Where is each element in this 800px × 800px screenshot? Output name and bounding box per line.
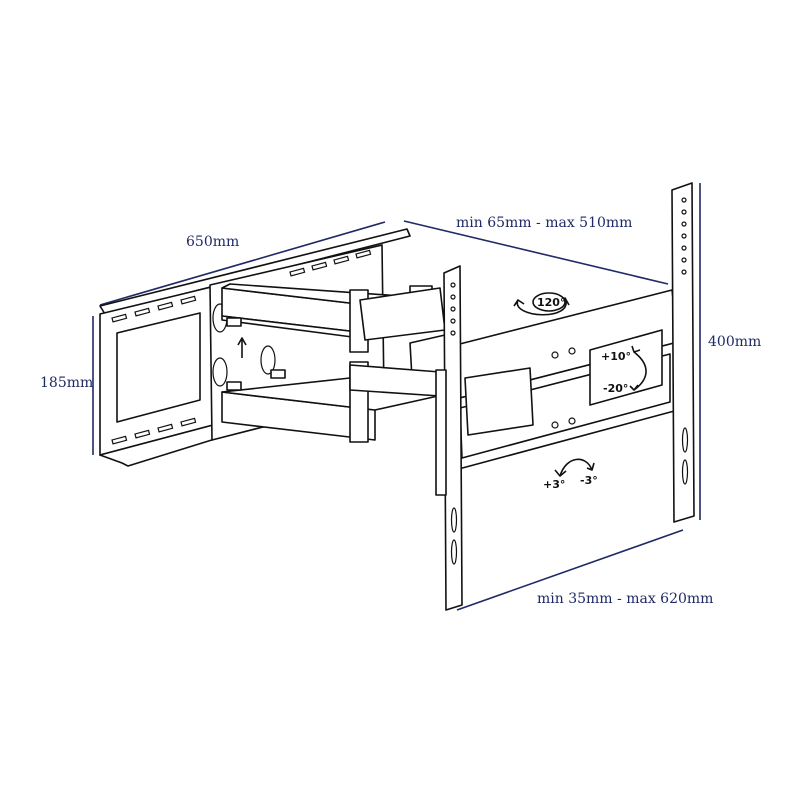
tilt-up-label: +3° [543,478,565,491]
lower-arm-assembly [221,317,441,443]
tilt-arrow-icon [559,458,593,477]
left-vertical-rail [443,265,463,611]
rotation-window [589,329,663,406]
upper-arm-assembly [221,283,449,379]
rotation-indicator: +10° -20° [601,345,647,395]
width-dimension-line [99,221,386,306]
plate-width-dimension-line [456,529,684,611]
rotation-up-label: +10° [601,350,631,363]
rotation-arrow-icon [633,351,647,391]
swivel-angle-label: 120° [537,296,565,309]
cross-beam-holes [551,347,576,429]
dimension-lines [92,183,701,611]
right-vertical-rail [671,182,695,523]
right-rail-holes [681,197,689,485]
tv-bracket [435,182,695,611]
plate-height-dimension-label: 400mm [708,334,761,350]
swivel-indicator: 120° [513,292,570,316]
tilt-mechanism [464,367,534,436]
tilt-down-label: -3° [580,474,598,487]
plate-width-dimension-label: min 35mm - max 620mm [537,591,713,607]
rotation-down-label: -20° [603,382,628,395]
bolt-icons [226,317,286,391]
depth-dimension-label: 185mm [40,375,93,391]
wall-plate-slots-bottom [111,417,197,445]
wall-plate-slots-top [111,249,372,323]
left-rail-hook [435,369,447,496]
width-dimension-label: 650mm [186,234,239,250]
tilt-indicator: +3° -3° [543,458,598,491]
arrow-up-icon [237,337,247,358]
arm-extension-dimension-label: min 65mm - max 510mm [456,215,632,231]
arm-extension-dimension-line [403,220,669,285]
swivel-arrow-icon [516,297,567,316]
left-rail-holes [450,282,458,565]
